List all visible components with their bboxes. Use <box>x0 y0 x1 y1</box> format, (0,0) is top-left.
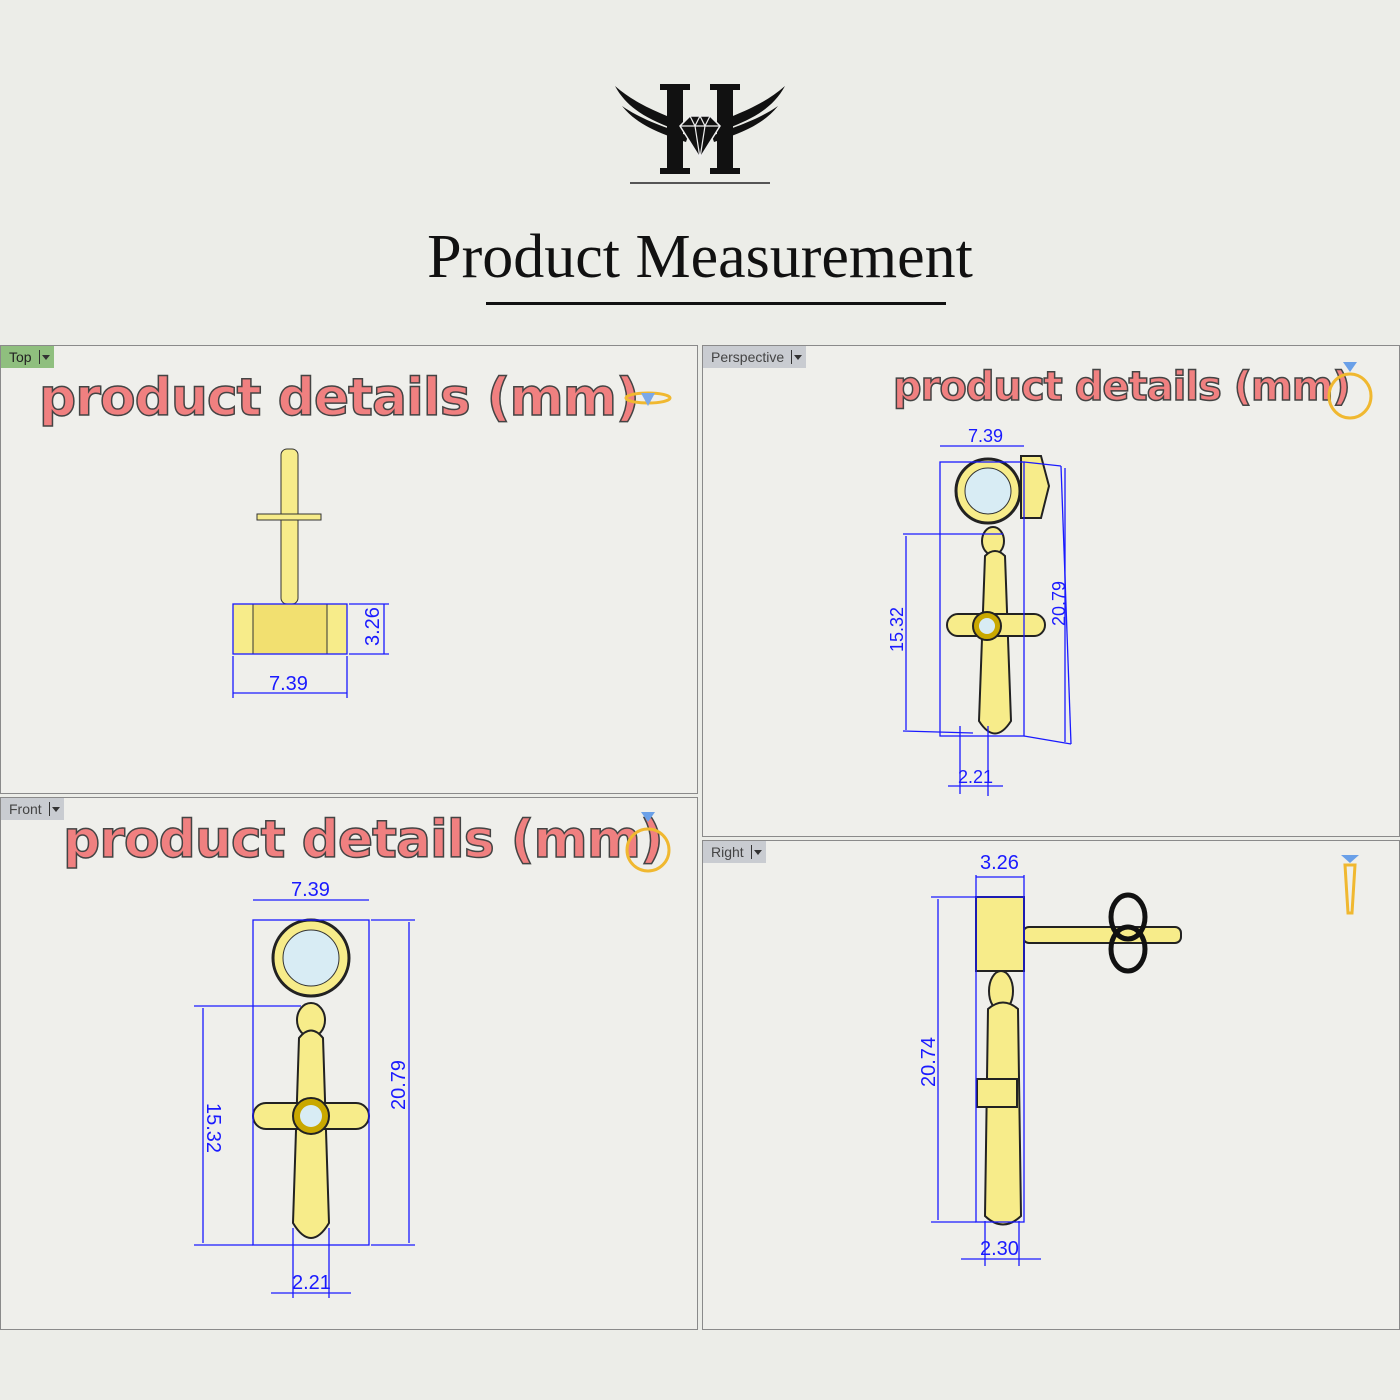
viewport-right[interactable]: Right 3.26 20.74 2.30 <box>702 840 1400 1330</box>
viewport-tab-front[interactable]: Front <box>1 798 64 820</box>
viewport-tab-label: Right <box>711 844 744 860</box>
viewport-tab-top[interactable]: Top <box>1 346 54 368</box>
viewport-heading: product details (mm) <box>892 363 1351 411</box>
dim-width-label: 7.39 <box>269 673 308 695</box>
ring-orientation-icon <box>624 391 672 406</box>
viewport-tab-right[interactable]: Right <box>703 841 766 863</box>
dim-thickness-label: 2.30 <box>980 1238 1019 1260</box>
brand-logo <box>615 84 785 184</box>
viewport-tab-label: Front <box>9 801 42 817</box>
dim-depth-label: 3.26 <box>362 607 384 646</box>
viewport-heading: product details (mm) <box>62 809 664 871</box>
title-underline <box>486 302 946 305</box>
viewport-tab-label: Perspective <box>711 349 785 365</box>
viewport-top[interactable]: Top product details (mm) 7.39 3.26 <box>0 345 698 794</box>
dim-depth-label: 3.26 <box>980 852 1019 874</box>
viewport-perspective[interactable]: Perspective product details (mm) 7.39 20… <box>702 345 1400 837</box>
viewport-heading: product details (mm) <box>38 367 640 429</box>
dim-width-label: 7.39 <box>968 426 1003 446</box>
perspective-view-drawing: 7.39 20.79 15.32 2.21 <box>887 426 1072 796</box>
ring-orientation-icon <box>1327 362 1373 420</box>
viewport-tab-perspective[interactable]: Perspective <box>703 346 807 368</box>
page-title: Product Measurement <box>427 223 973 291</box>
earring-orientation-icon <box>1341 855 1359 915</box>
dim-height-label: 20.74 <box>918 1037 940 1087</box>
dim-drop-label: 15.32 <box>887 607 907 652</box>
right-view-drawing: 3.26 20.74 2.30 <box>918 852 1182 1266</box>
dim-height-label: 20.79 <box>1049 581 1069 626</box>
dropdown-arrow-icon[interactable] <box>48 802 60 816</box>
viewport-tab-label: Top <box>9 349 32 365</box>
ring-orientation-icon <box>625 812 671 873</box>
dim-drop-label: 15.32 <box>202 1103 224 1153</box>
dim-thickness-label: 2.21 <box>958 767 993 787</box>
dropdown-arrow-icon[interactable] <box>750 845 762 859</box>
dropdown-arrow-icon[interactable] <box>791 350 803 364</box>
top-view-drawing: 7.39 3.26 <box>232 448 389 698</box>
dropdown-arrow-icon[interactable] <box>38 350 50 364</box>
dim-width-label: 7.39 <box>291 879 330 901</box>
dim-height-label: 20.79 <box>388 1060 410 1110</box>
front-view-drawing: 7.39 20.79 15.32 2.21 <box>194 879 415 1298</box>
viewport-front[interactable]: Front product details (mm) 7.39 20.79 15… <box>0 797 698 1330</box>
dim-thickness-label: 2.21 <box>292 1272 331 1294</box>
